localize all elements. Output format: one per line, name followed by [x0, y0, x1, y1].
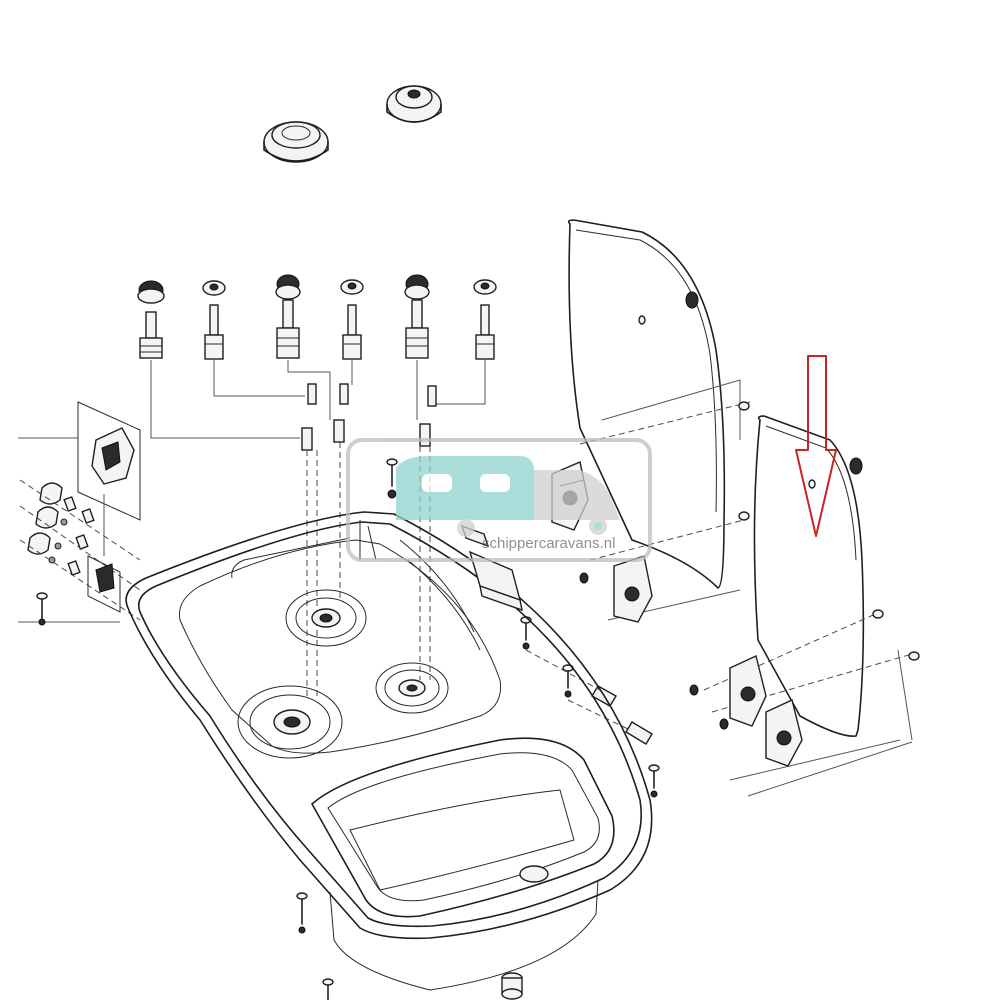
sink-basin	[311, 737, 615, 991]
hob-sink-unit	[125, 511, 653, 991]
drain-plug	[501, 972, 523, 1000]
watermark-text: schippercaravans.nl	[482, 535, 615, 552]
gas-valve-1	[137, 280, 165, 359]
burner-large	[237, 685, 343, 759]
watermark: schippercaravans.nl	[346, 438, 652, 562]
gas-valve-3	[275, 274, 301, 359]
screw-7	[322, 978, 334, 1000]
cover-lid-2	[753, 415, 865, 737]
screw-4	[562, 664, 574, 698]
burner-small	[375, 662, 449, 714]
gas-valves	[137, 274, 497, 360]
hinge-4	[719, 699, 803, 767]
watermark-frame	[346, 438, 652, 562]
screw-5	[648, 764, 660, 798]
red-pointer-arrow	[795, 355, 837, 537]
screw-6	[296, 892, 308, 934]
burner-medium	[285, 589, 367, 647]
gas-valve-2	[202, 280, 226, 360]
screw-3	[520, 616, 532, 650]
burner-cap-small	[386, 85, 442, 123]
cover-lid-icon	[567, 219, 726, 589]
screw-icon	[36, 592, 48, 626]
gas-valve-5	[404, 274, 430, 359]
burner-cap-large	[263, 121, 329, 163]
valve-leader-lines	[150, 360, 486, 700]
screw-2	[386, 458, 398, 499]
caravan-logo-icon	[396, 456, 620, 537]
gas-valve-6	[473, 279, 497, 360]
hinge-3	[689, 655, 767, 727]
hinge-2	[579, 555, 653, 623]
ignition-parts	[18, 401, 141, 623]
knob-inserts	[27, 482, 95, 576]
burner-caps	[263, 85, 442, 163]
gas-valve-4	[340, 279, 364, 360]
